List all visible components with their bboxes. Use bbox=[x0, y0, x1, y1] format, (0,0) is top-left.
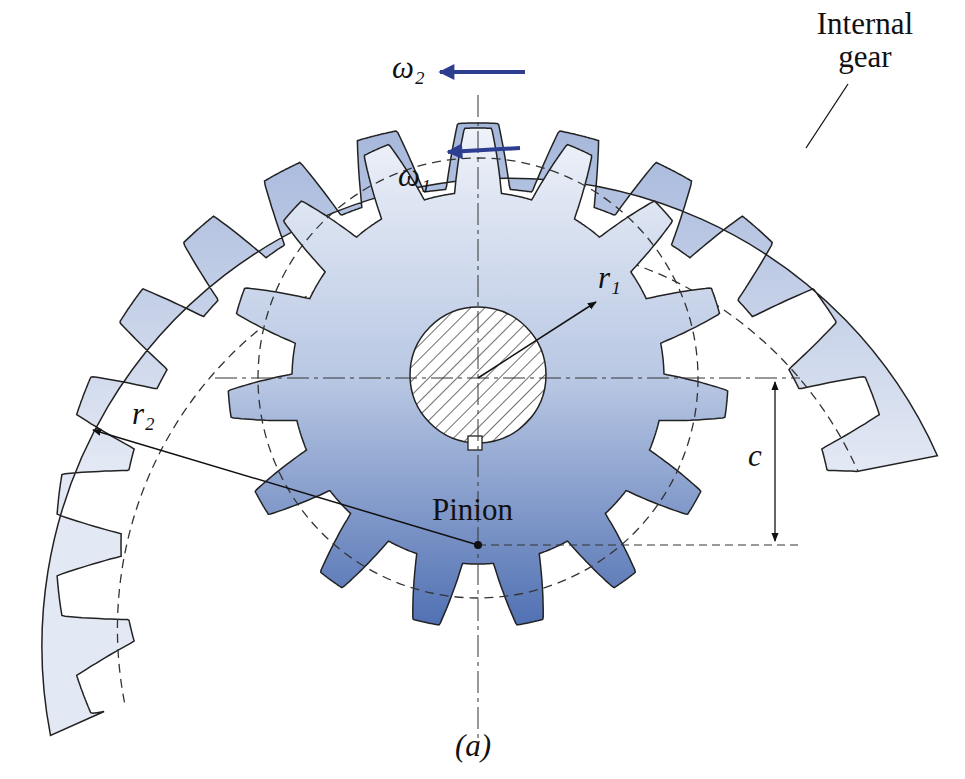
dimension-label: c bbox=[748, 440, 762, 473]
leader-line bbox=[806, 84, 848, 148]
rotation-arrow bbox=[440, 70, 525, 74]
angular-velocity: ω₂ bbox=[392, 52, 425, 85]
radius-arrow bbox=[93, 430, 478, 545]
centerline bbox=[478, 95, 479, 750]
radius-arrow bbox=[478, 302, 596, 378]
angular-velocity: ω₁ bbox=[398, 160, 431, 193]
centerline bbox=[215, 378, 800, 379]
key bbox=[468, 436, 482, 450]
center-dot bbox=[474, 541, 482, 549]
internal-gear bbox=[42, 123, 937, 735]
radius-label: r₁ bbox=[598, 262, 621, 295]
figure-caption: (a) bbox=[455, 730, 491, 763]
centerline bbox=[478, 545, 800, 546]
part-name: Pinion bbox=[432, 494, 513, 527]
rotation-arrow bbox=[448, 148, 520, 152]
part-name: Internal gear bbox=[790, 8, 940, 73]
dimension-line bbox=[774, 382, 775, 541]
radius-label: r₂ bbox=[132, 398, 155, 431]
